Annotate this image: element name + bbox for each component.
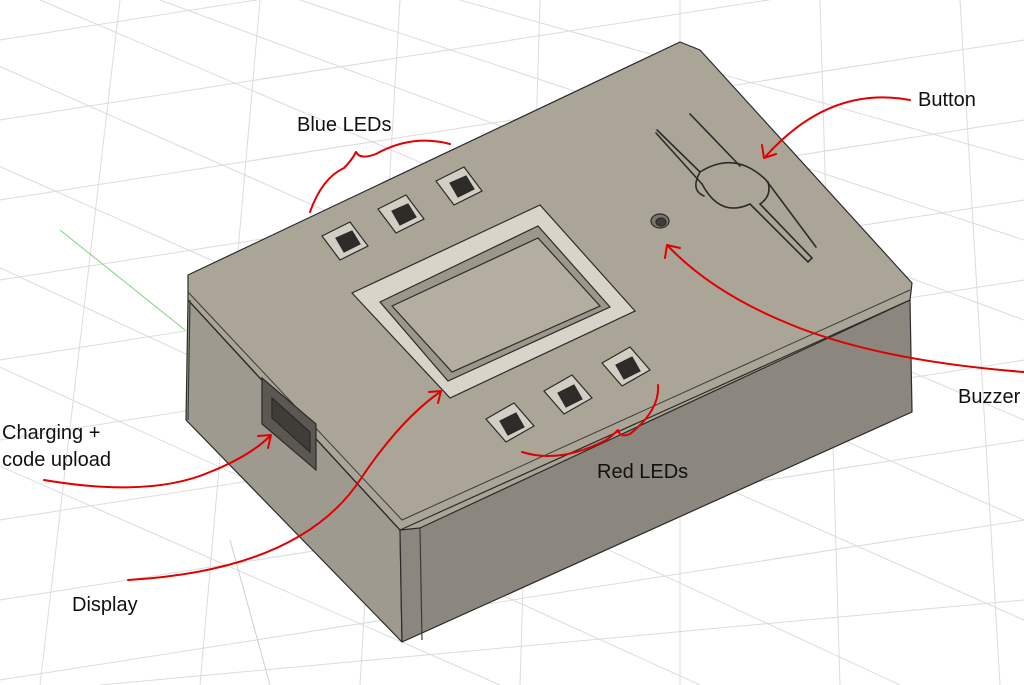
blue-led-holes xyxy=(321,166,483,261)
label-display: Display xyxy=(72,594,138,616)
red-led-holes xyxy=(485,346,651,443)
button-flexure xyxy=(655,113,817,264)
charging-arrow xyxy=(43,435,271,489)
red-led-hole xyxy=(485,402,535,443)
annotation-arrows xyxy=(43,96,1024,581)
blue-led-hole xyxy=(435,166,483,206)
buzzer-arrow xyxy=(667,245,1024,373)
red-led-hole xyxy=(543,374,593,415)
axis-line-green xyxy=(59,229,186,331)
blue-led-hole xyxy=(377,194,425,234)
buzzer-hole xyxy=(650,213,670,229)
display-arrow xyxy=(127,391,441,581)
usb-port xyxy=(261,376,317,472)
blue-leds-brace xyxy=(309,139,451,213)
axis-line-green-lower xyxy=(229,539,271,685)
button-arrow xyxy=(765,96,911,157)
label-charging: Charging + code upload xyxy=(2,422,111,471)
label-button: Button xyxy=(918,89,976,111)
label-buzzer: Buzzer xyxy=(958,386,1021,408)
red-led-hole xyxy=(601,346,651,387)
label-blue-leds: Blue LEDs xyxy=(297,114,392,136)
label-red-leds: Red LEDs xyxy=(597,461,689,483)
blue-led-hole xyxy=(321,221,369,261)
display-opening xyxy=(350,204,636,399)
red-leds-brace xyxy=(521,384,660,457)
